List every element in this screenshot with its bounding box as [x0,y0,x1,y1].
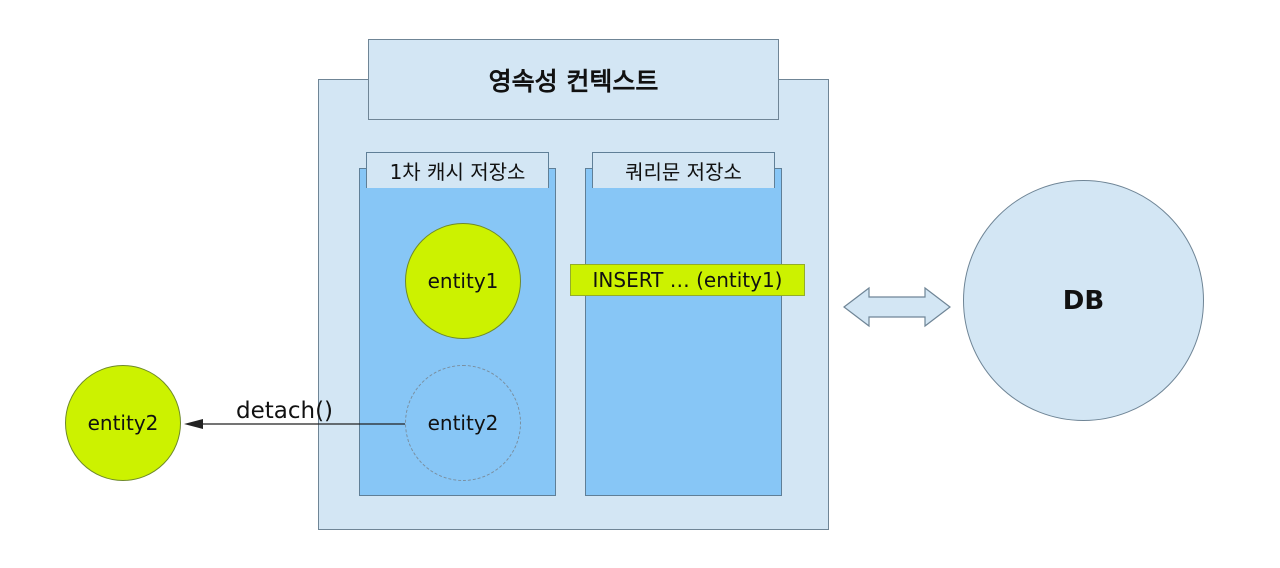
first-level-cache-label: 1차 캐시 저장소 [366,152,549,188]
entity1-node: entity1 [405,223,521,339]
database-node: DB [963,180,1204,421]
entity2-detached-node: entity2 [65,365,181,481]
persistence-context-title: 영속성 컨텍스트 [368,39,779,120]
entity2-detached-label: entity2 [87,411,159,435]
persistence-context-title-text: 영속성 컨텍스트 [488,66,659,96]
entity1-label: entity1 [427,269,499,293]
insert-query-text: INSERT … (entity1) [592,268,783,292]
first-level-cache-label-text: 1차 캐시 저장소 [389,160,526,184]
sql-store-label-text: 쿼리문 저장소 [625,160,742,184]
db-sync-arrow-icon [843,286,951,328]
detach-arrow [184,419,405,429]
entity2-ghost-label: entity2 [427,411,499,435]
entity2-ghost-node: entity2 [405,365,521,481]
database-label: DB [1062,285,1105,316]
detach-label: detach() [236,398,334,424]
insert-query: INSERT … (entity1) [570,264,805,296]
sql-store [585,168,782,496]
sql-store-label: 쿼리문 저장소 [592,152,775,188]
